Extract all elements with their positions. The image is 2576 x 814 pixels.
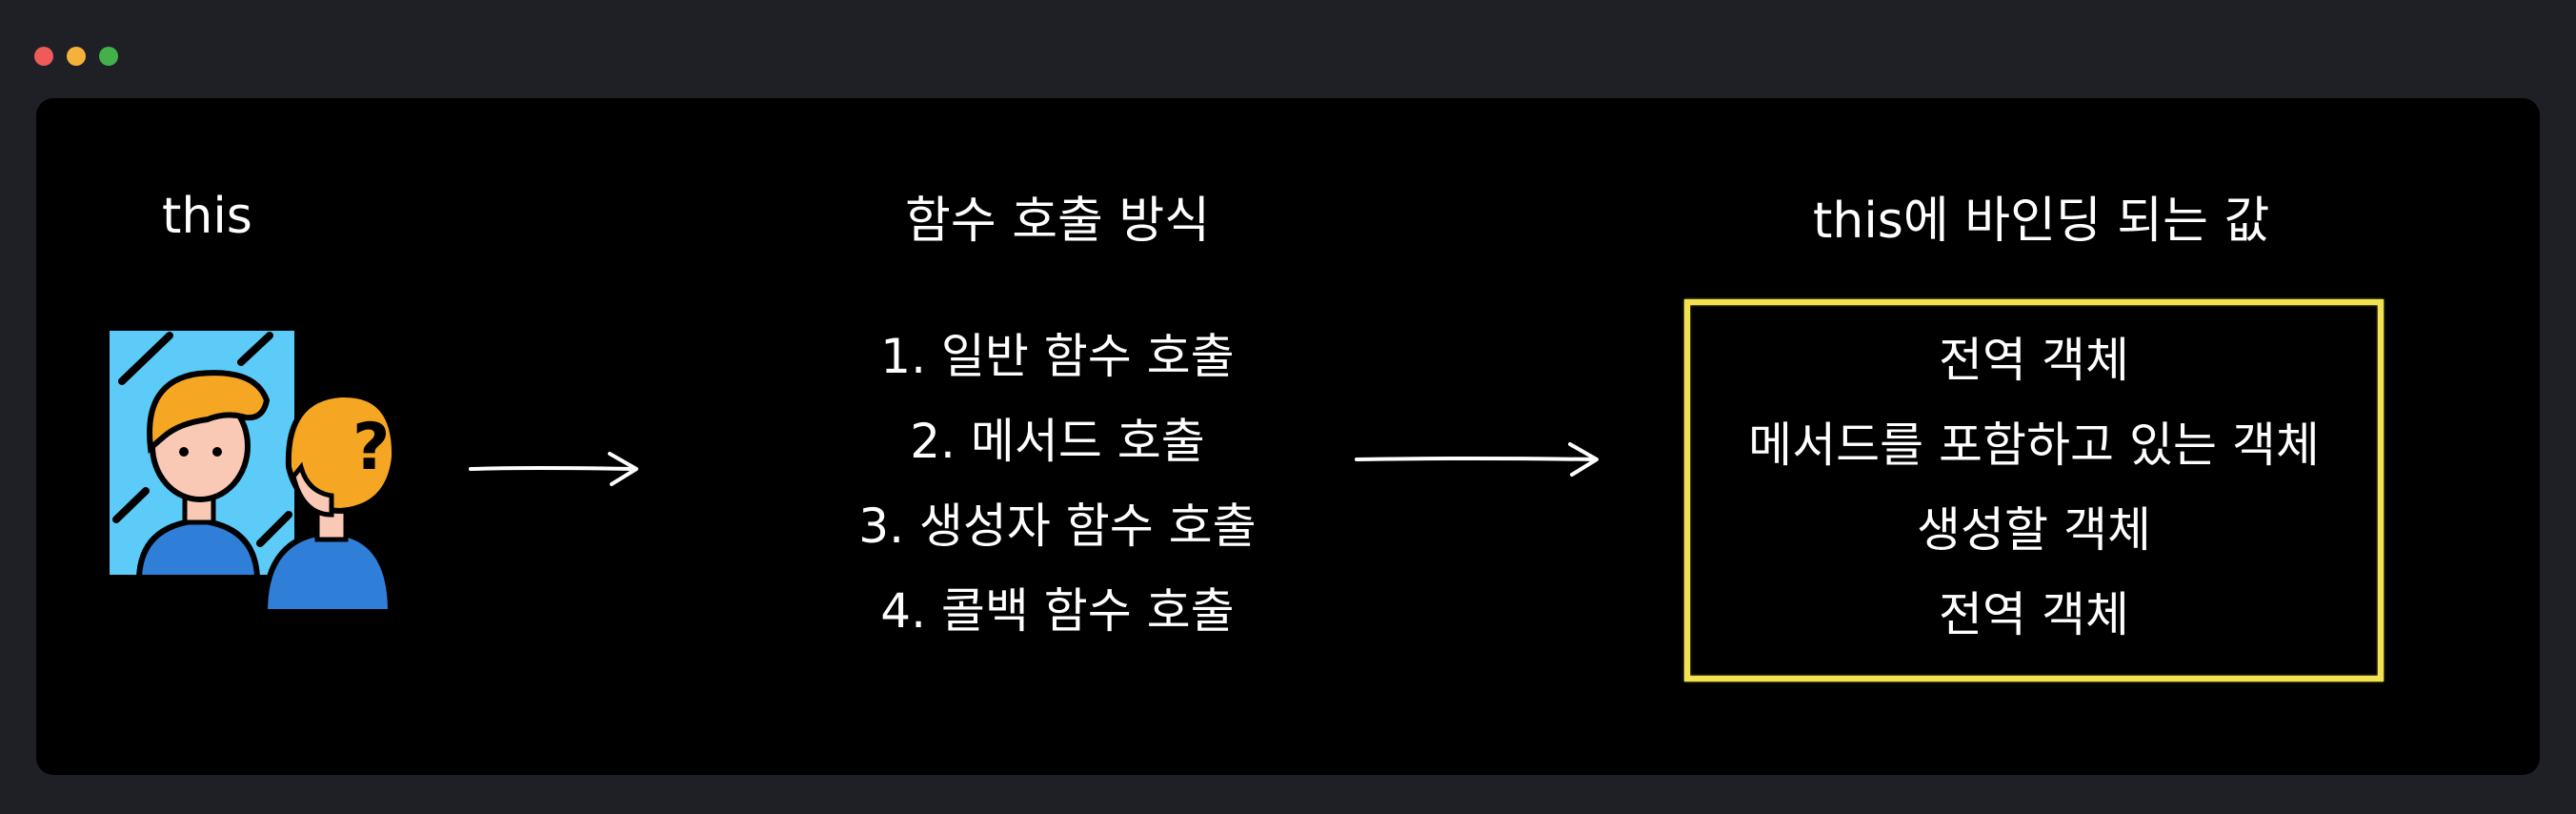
binding-value-heading: this에 바인딩 되는 값: [1813, 193, 2270, 250]
diagram-panel: [36, 98, 2540, 775]
binding-value-list: 전역 객체 메서드를 포함하고 있는 객체 생성할 객체 전역 객체: [1690, 318, 2378, 658]
maximize-dot[interactable]: [99, 47, 118, 66]
mirror-person-question-icon: ?: [104, 325, 394, 615]
arrow-right-icon: [1355, 442, 1599, 477]
close-dot[interactable]: [34, 47, 53, 66]
list-item: 생성할 객체: [1917, 502, 2151, 558]
call-method-heading: 함수 호출 방식: [905, 193, 1211, 250]
svg-text:?: ?: [352, 410, 390, 485]
this-heading: this: [162, 188, 252, 245]
list-item: 4. 콜백 함수 호출: [880, 583, 1235, 639]
list-item: 1. 일반 함수 호출: [880, 329, 1235, 384]
binding-value-box: 전역 객체 메서드를 포함하고 있는 객체 생성할 객체 전역 객체: [1684, 299, 2384, 682]
window-controls: [34, 47, 118, 66]
list-item: 전역 객체: [1939, 333, 2129, 388]
list-item: 2. 메서드 호출: [910, 414, 1205, 469]
call-method-list: 1. 일반 함수 호출 2. 메서드 호출 3. 생성자 함수 호출 4. 콜백…: [743, 315, 1372, 654]
list-item: 메서드를 포함하고 있는 객체: [1748, 417, 2320, 473]
list-item: 전역 객체: [1939, 587, 2129, 642]
arrow-right-icon: [469, 452, 638, 486]
minimize-dot[interactable]: [67, 47, 86, 66]
list-item: 3. 생성자 함수 호출: [858, 499, 1257, 554]
